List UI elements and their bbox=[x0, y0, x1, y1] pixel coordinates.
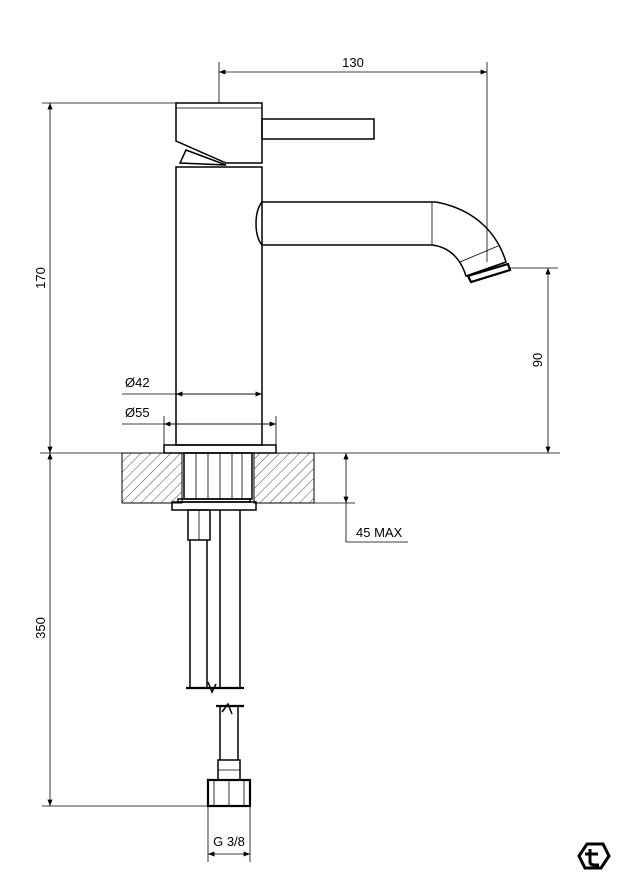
dim-label-170: 170 bbox=[33, 267, 48, 289]
faucet bbox=[163, 102, 512, 454]
handle-lever bbox=[261, 118, 375, 140]
faucet-spout bbox=[255, 201, 507, 277]
dim-label-350: 350 bbox=[33, 617, 48, 639]
dimension-thread: G 3/8 bbox=[207, 806, 251, 862]
faucet-column bbox=[175, 166, 263, 446]
dim-label-45-max: 45 MAX bbox=[356, 525, 403, 540]
dim-label-dia-42: Ø42 bbox=[125, 375, 150, 390]
dim-label-thread: G 3/8 bbox=[213, 834, 245, 849]
dim-label-130: 130 bbox=[342, 55, 364, 70]
dimension-dia-55: Ø55 bbox=[122, 405, 277, 445]
dimension-130: 130 bbox=[218, 55, 488, 262]
dimension-350: 350 bbox=[33, 453, 208, 807]
dimension-dia-42: Ø42 bbox=[122, 375, 262, 397]
dimension-45-max: 45 MAX bbox=[314, 453, 408, 543]
dimension-90: 90 bbox=[508, 267, 558, 453]
t-logo-icon bbox=[577, 842, 611, 870]
handle-cap bbox=[175, 102, 263, 164]
countertop-section bbox=[40, 452, 560, 504]
dim-label-90: 90 bbox=[530, 353, 545, 367]
aerator bbox=[466, 262, 512, 284]
base-flange bbox=[163, 444, 277, 454]
dim-label-dia-55: Ø55 bbox=[125, 405, 150, 420]
supply-hoses bbox=[171, 452, 257, 808]
dimension-170: 170 bbox=[33, 102, 176, 453]
